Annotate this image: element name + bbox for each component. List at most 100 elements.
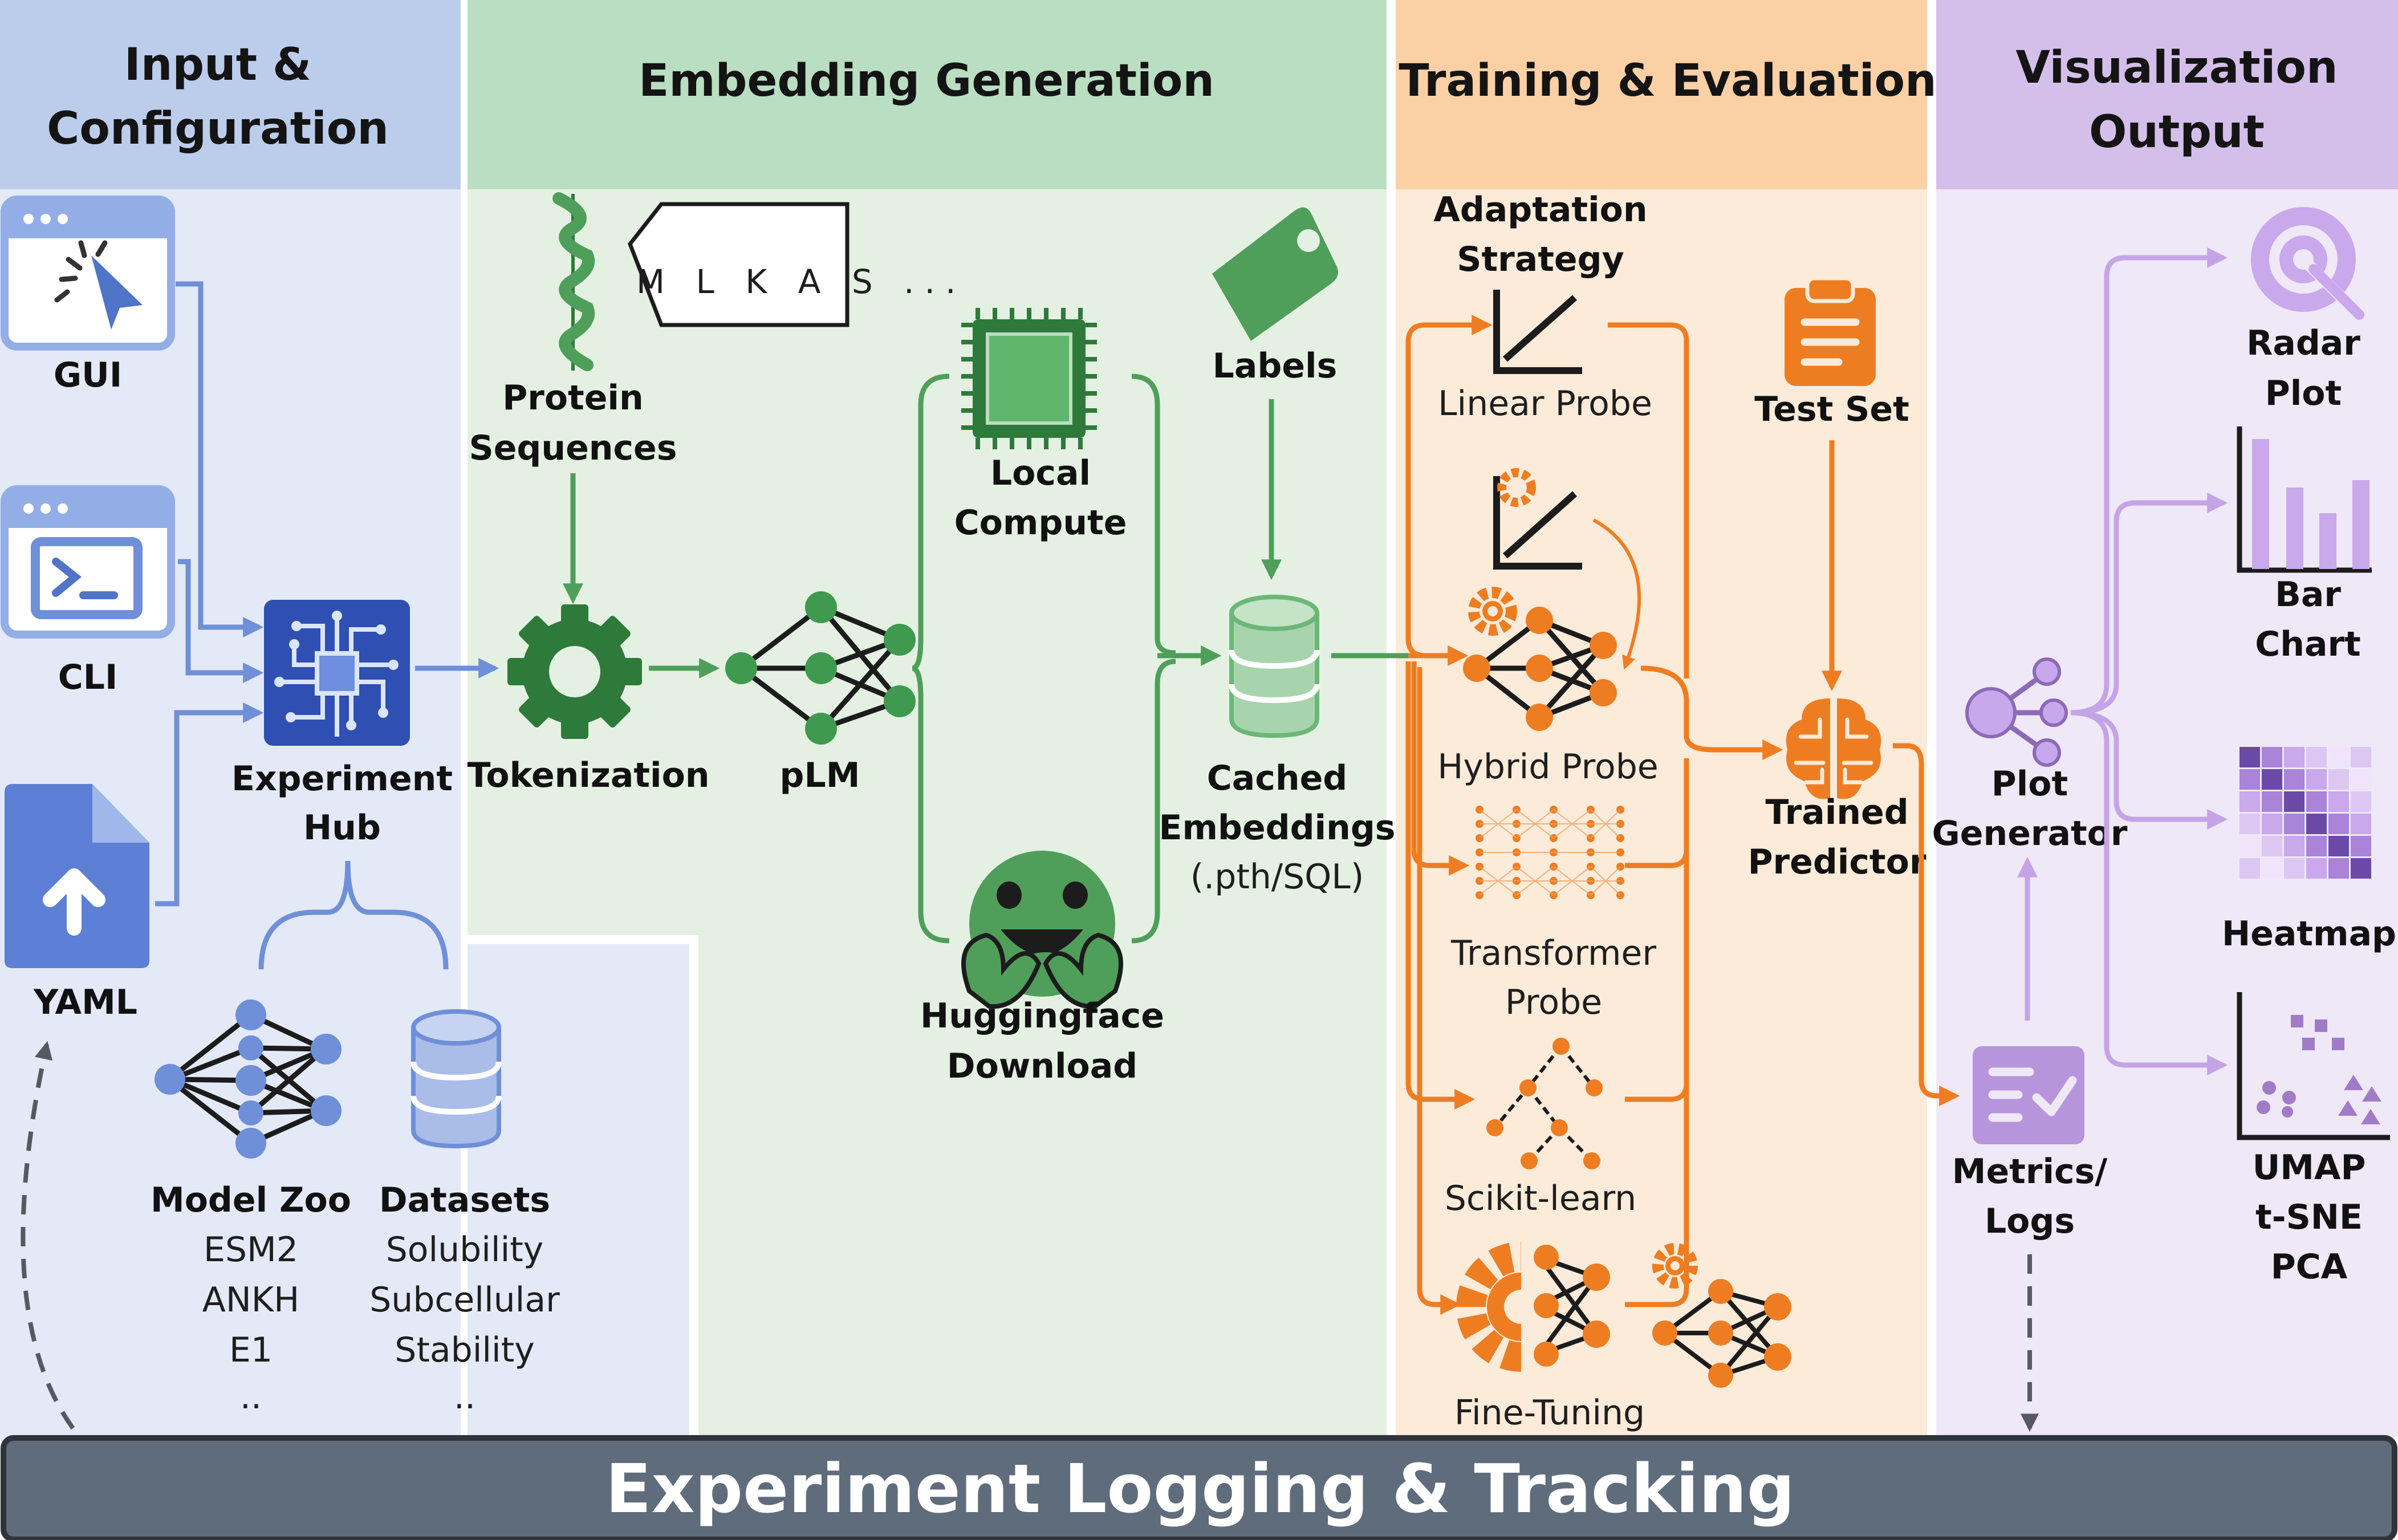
model-zoo-item-2: E1: [229, 1330, 273, 1370]
local-compute-chip-icon: [961, 308, 1097, 449]
heatmap-cell: [2306, 791, 2327, 812]
umap-label: UMAP t-SNE PCA: [2253, 1148, 2366, 1287]
model-zoo-item-0: ESM2: [204, 1230, 298, 1270]
plot-generator-icon: [1965, 657, 2068, 767]
labels-tag-icon: [1212, 207, 1338, 341]
radar-plot-line1: Radar: [2246, 323, 2360, 363]
embedding-brackets: [912, 373, 1222, 944]
local-compute-line2: Compute: [954, 503, 1127, 543]
hybrid-probe-label: Hybrid Probe: [1437, 747, 1658, 787]
huggingface-line2: Download: [947, 1046, 1137, 1086]
datasets-item-2: Stability: [395, 1330, 535, 1370]
heatmap-cell: [2306, 858, 2327, 879]
bar-chart-line1: Bar: [2275, 575, 2341, 615]
adaptation-strategy-line1: Adaptation: [1433, 190, 1647, 230]
heatmap-cell: [2262, 747, 2282, 767]
hybrid-curved-arrow: [1592, 518, 1641, 670]
heatmap-cell: [2328, 836, 2349, 856]
trained-predictor-line2: Predictor: [1748, 842, 1926, 882]
heatmap-cell: [2284, 836, 2304, 856]
plot-generator-line2: Generator: [1932, 814, 2128, 854]
sequence-text: M L K A S ...: [636, 262, 966, 301]
experiment-hub-line2: Hub: [303, 808, 381, 848]
heatmap-cell: [2306, 769, 2327, 790]
embedding-connectors: [563, 399, 1414, 678]
test-set-clipboard-icon: [1785, 276, 1876, 386]
trained-predictor-brain-icon: [1786, 698, 1881, 799]
bar-chart-icon: [2237, 426, 2372, 573]
datasets-database-icon: [410, 1009, 502, 1149]
scikit-learn-tree-icon: [1486, 1038, 1603, 1169]
heatmap-cell: [2328, 791, 2349, 812]
heatmap-icon: [2240, 747, 2371, 879]
huggingface-line1: Huggingface: [920, 996, 1164, 1036]
transformer-probe-line1: Transformer: [1450, 933, 1656, 973]
umap-line2: t-SNE: [2255, 1197, 2363, 1237]
experiment-hub-line1: Experiment: [231, 759, 453, 799]
protein-sequences-line1: Protein: [502, 378, 643, 418]
heatmap-cell: [2328, 769, 2349, 790]
protein-helix-icon: [552, 192, 595, 371]
heatmap-cell: [2240, 769, 2260, 790]
huggingface-icon: [961, 851, 1123, 1009]
heatmap-cell: [2351, 836, 2371, 856]
heatmap-cell: [2306, 814, 2327, 834]
heatmap-cell: [2351, 814, 2371, 834]
gui-icon: [1, 196, 175, 351]
metrics-logs-label: Metrics/Logs: [1952, 1152, 2108, 1241]
scikit-learn-label: Scikit-learn: [1445, 1179, 1636, 1218]
logging-bar-label: Experiment Logging & Tracking: [605, 1449, 1795, 1528]
adaptation-strategy-line2: Strategy: [1457, 239, 1624, 279]
model-zoo-item-3: ..: [240, 1377, 262, 1417]
linear-probe-icon: [1493, 290, 1582, 374]
fine-tuning-icon: [1456, 1238, 1791, 1388]
fine-tuning-label: Fine-Tuning: [1454, 1393, 1645, 1433]
cached-embeddings-line1: Cached: [1207, 758, 1347, 798]
heatmap-cell: [2262, 769, 2282, 790]
heatmap-cell: [2306, 836, 2327, 856]
heatmap-cell: [2262, 836, 2282, 856]
header-input-line1: Input &: [124, 39, 311, 91]
heatmap-cell: [2284, 769, 2304, 790]
umap-line1: UMAP: [2253, 1148, 2366, 1188]
local-compute-line1: Local: [990, 453, 1091, 493]
heatmap-cell: [2262, 858, 2282, 879]
cached-embeddings-database-icon: [1229, 595, 1320, 738]
plot-generator-line1: Plot: [1991, 764, 2068, 804]
experiment-hub-icon: [264, 600, 410, 746]
heatmap-cell: [2306, 747, 2327, 767]
heatmap-cell: [2284, 814, 2304, 834]
heatmap-cell: [2351, 858, 2371, 879]
hybrid-probe-icon: [1463, 468, 1617, 731]
linear-probe-label: Linear Probe: [1438, 384, 1652, 424]
heatmap-cell: [2284, 747, 2304, 767]
yaml-file-icon: [5, 784, 149, 968]
metrics-logs-icon: [1973, 1046, 2084, 1144]
tokenization-label: Tokenization: [467, 755, 709, 795]
header-input: Input &Configuration: [47, 39, 389, 155]
umap-line3: PCA: [2271, 1247, 2348, 1287]
model-zoo-title: Model Zoo: [151, 1180, 351, 1220]
datasets-item-1: Subcellular: [369, 1280, 560, 1320]
radar-plot-line2: Plot: [2265, 373, 2342, 413]
visualization-connectors: [2017, 247, 2228, 1075]
transformer-probe-icon: [1476, 806, 1624, 899]
gui-label: GUI: [54, 355, 122, 395]
bar-chart-line2: Chart: [2255, 624, 2361, 664]
test-set-label: Test Set: [1754, 389, 1909, 429]
metrics-logs-line1: Metrics/: [1952, 1152, 2108, 1192]
heatmap-cell: [2284, 858, 2304, 879]
heatmap-cell: [2240, 791, 2260, 812]
training-connectors: [1405, 315, 1960, 1315]
heatmap-cell: [2351, 747, 2371, 767]
yaml-label: YAML: [33, 982, 137, 1022]
